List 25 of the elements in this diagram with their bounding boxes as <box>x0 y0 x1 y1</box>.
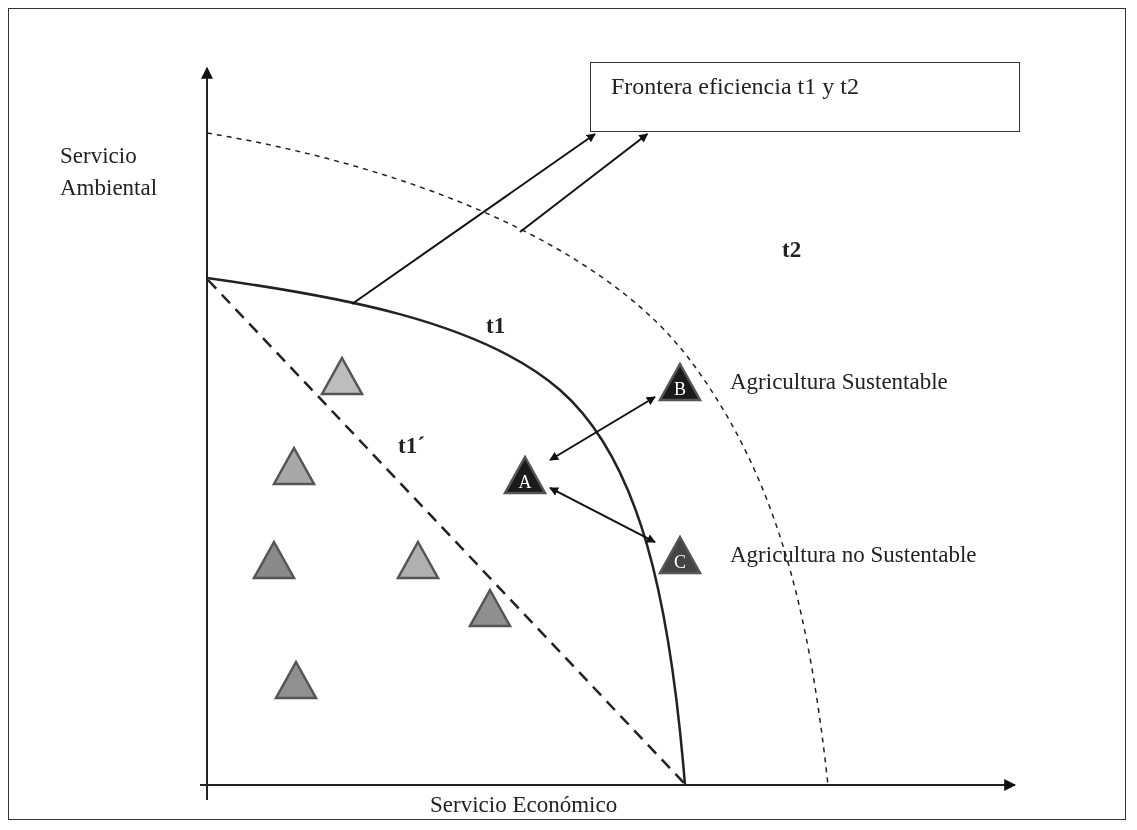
triangle-marker <box>468 588 512 628</box>
arrow <box>549 486 656 544</box>
triangle-marker <box>396 540 440 580</box>
curve-label: t1´ <box>398 432 425 459</box>
arrow <box>549 396 656 461</box>
triangle-marker <box>503 455 547 495</box>
triangle-marker <box>320 356 364 396</box>
text-box <box>590 62 1020 132</box>
point-letter: A <box>517 472 533 492</box>
triangle-marker <box>658 362 702 402</box>
curve-label: t1 <box>486 312 506 339</box>
triangle-marker <box>658 535 702 575</box>
box-text: Frontera eficiencia t1 y t2 <box>611 73 859 100</box>
triangle-marker <box>274 660 318 700</box>
point-letter: B <box>673 379 687 399</box>
triangle-marker <box>272 446 316 486</box>
arrow <box>519 133 649 233</box>
point-letter: C <box>673 552 687 572</box>
point-caption: Agricultura Sustentable <box>730 368 948 395</box>
curve-label: t2 <box>782 236 802 263</box>
axis-title: Servicio Económico <box>430 791 618 818</box>
point-caption: Agricultura no Sustentable <box>730 541 977 568</box>
arrow <box>351 133 596 305</box>
triangle-marker <box>252 540 296 580</box>
axis-title: Servicio Ambiental <box>60 142 159 202</box>
